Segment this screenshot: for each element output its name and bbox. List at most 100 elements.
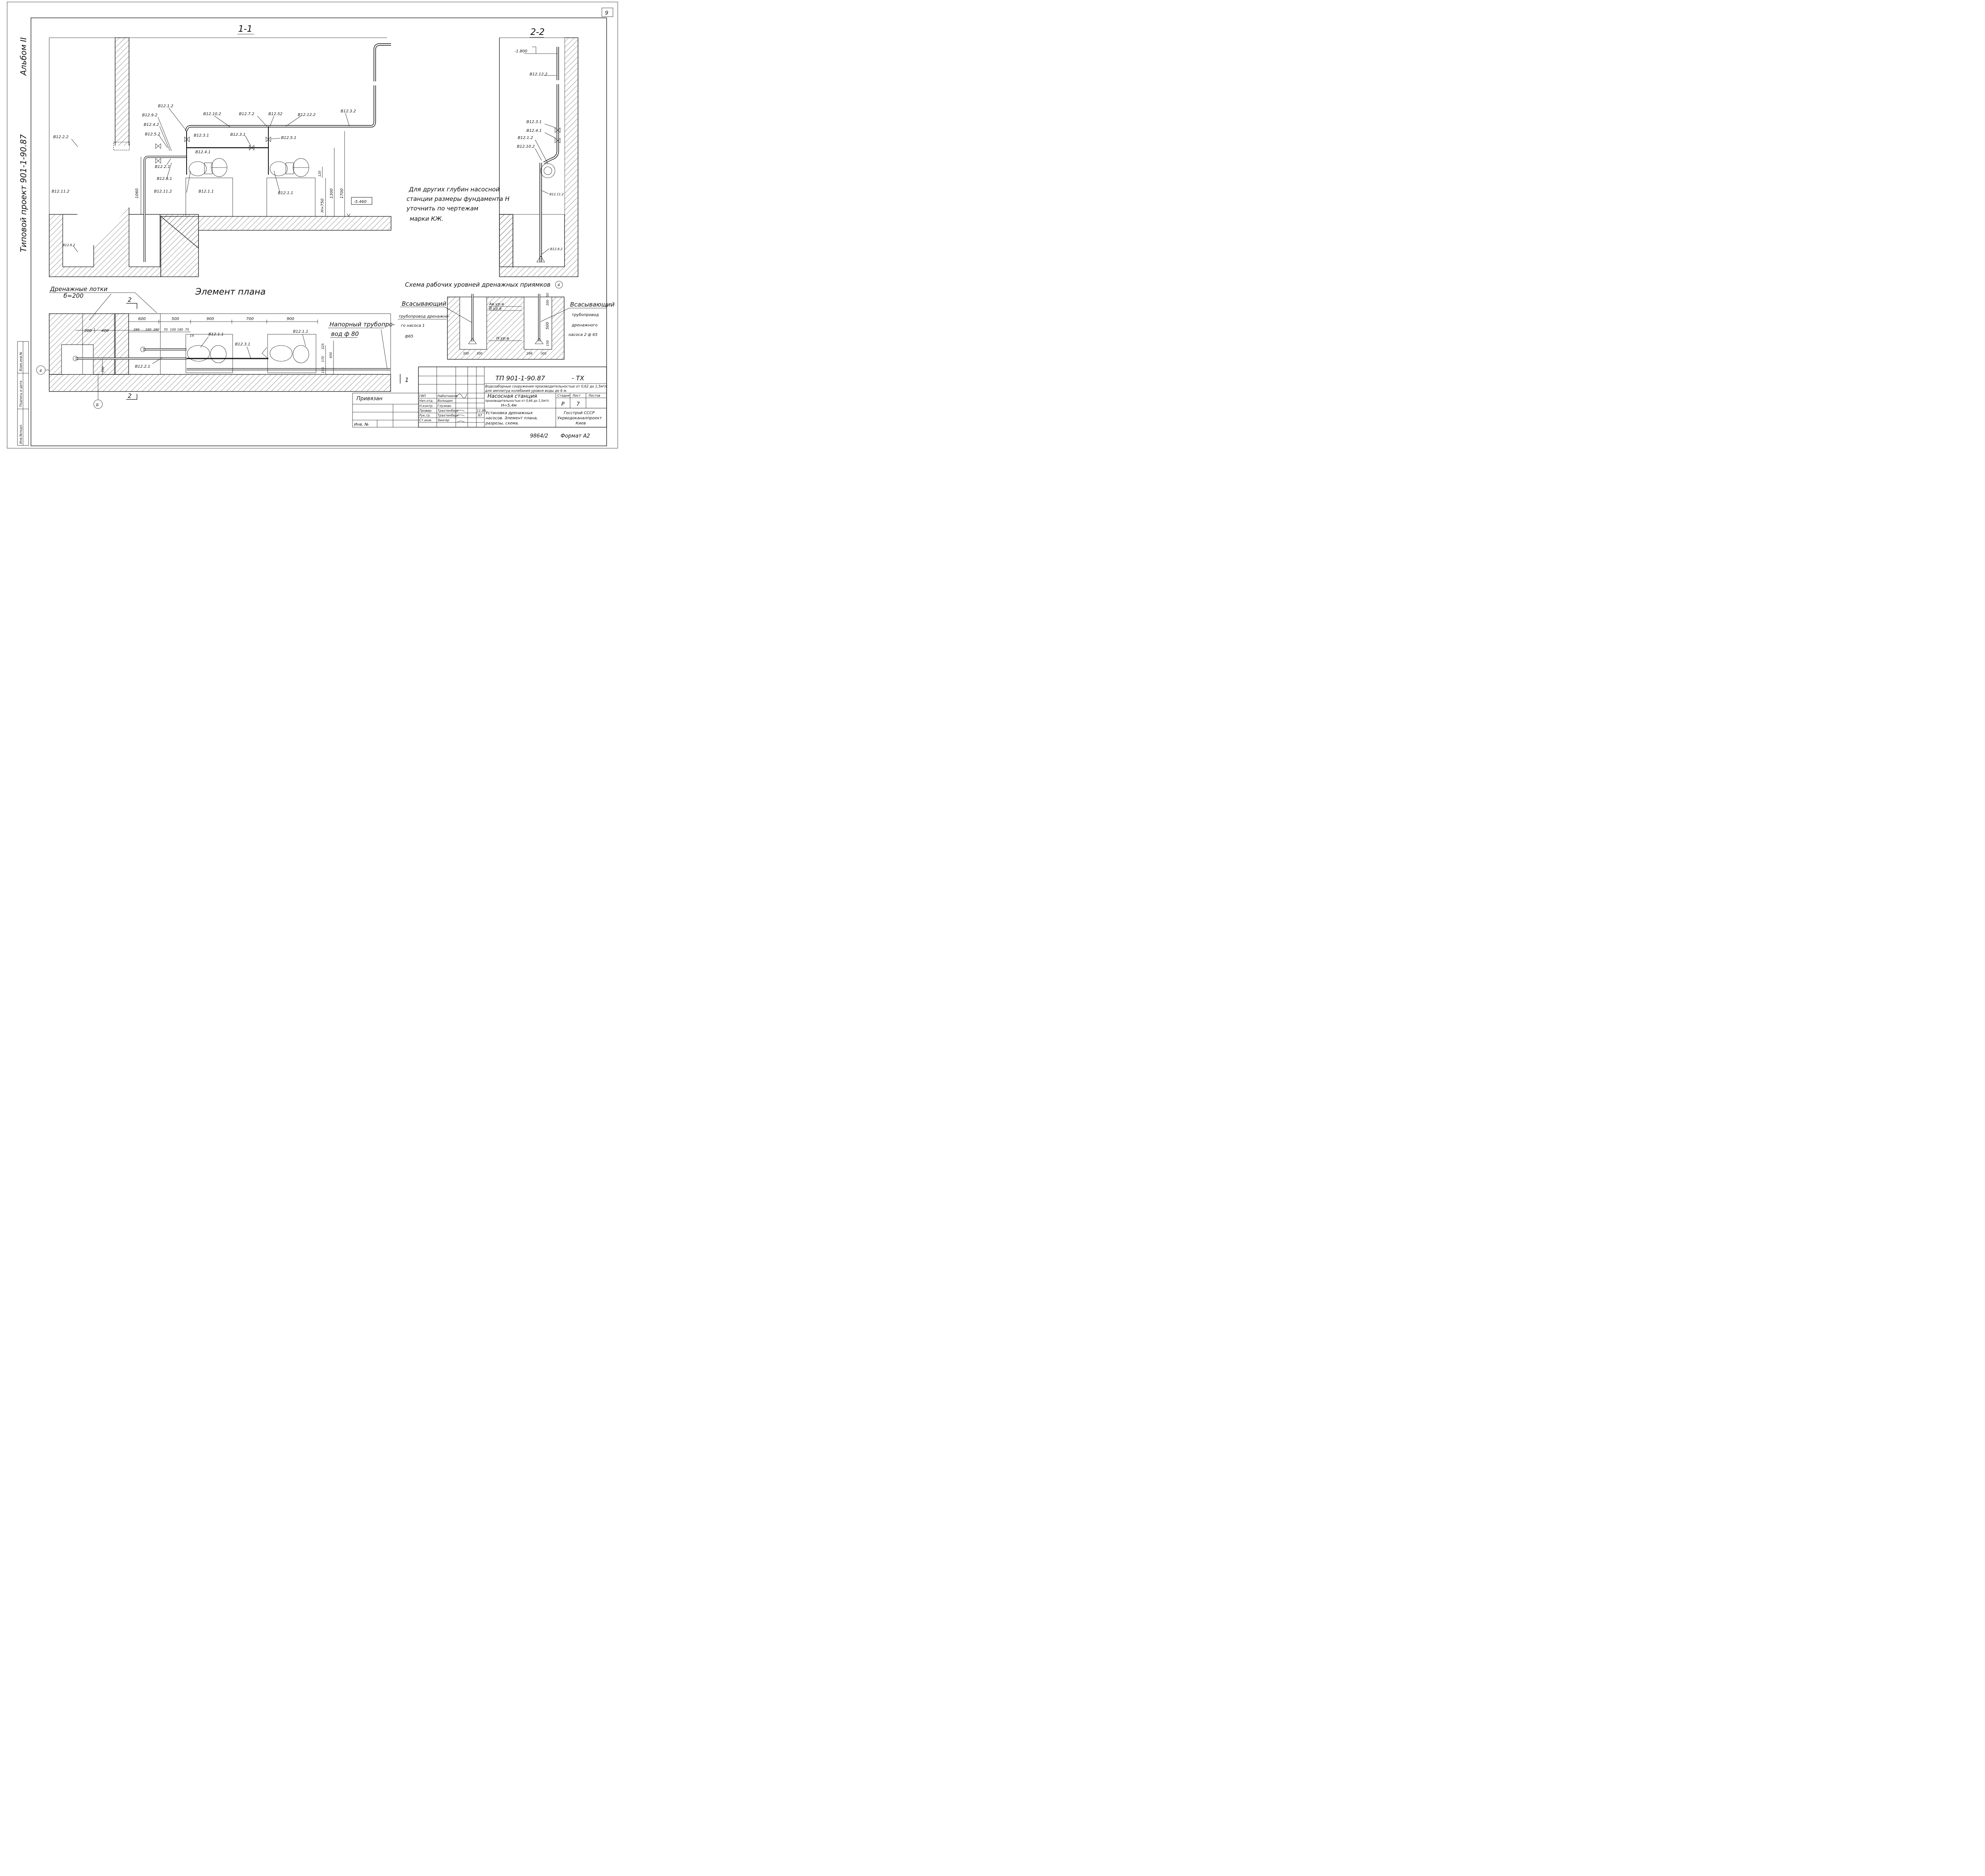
plan-dim-180a: 180 — [145, 328, 151, 332]
lbl-2-v12-10-2: В12.10.2 — [517, 145, 535, 149]
lbl-v12-3-1-a: В12.3.1 — [194, 133, 209, 138]
pressure-pipe-line-2: вод ф 80 — [331, 330, 359, 337]
dim-1300: 1300 — [330, 189, 334, 199]
tb-role-1: ГИП — [419, 394, 426, 398]
plan-dim-180b: 180 — [177, 328, 183, 332]
side-stamp: Инв.№подл. Подпись и дата Взам.инв.№ — [17, 341, 29, 446]
drawing-sheet: 9 Альбом II Типовой проект 901-1-90.87 И… — [7, 2, 618, 449]
lbl-v12-6-1: В12.6.1 — [157, 177, 172, 181]
elev-5460: -5.460 — [354, 200, 366, 204]
signature-marks — [456, 393, 467, 422]
tb-inv-no: Инв. № — [354, 422, 369, 427]
axis-4: 4 — [39, 369, 42, 373]
lbl-v12-1-1-a: В12.1.1 — [198, 189, 214, 194]
tb-role-6: Ст.инж. — [419, 418, 432, 422]
plan-dim-100: 100 — [170, 328, 176, 332]
lbl-v12-4-2: В12.4.2 — [144, 123, 159, 127]
lbl-v12-8-2: В12.8.2 — [63, 243, 75, 247]
section-mark-1: 1 — [405, 376, 409, 384]
pressure-pipe-line-1: Напорный трубопро- — [330, 321, 395, 328]
tb-role-3: Н.контр. — [419, 404, 434, 408]
tb-object-1: Водозаборные сооружения производительнос… — [485, 385, 607, 389]
note-line-3: уточнить по чертежам — [406, 205, 478, 212]
lbl-v12-5-1: В12.5.1 — [281, 136, 297, 140]
plan-dim-290: 290 — [153, 328, 159, 332]
album-label: Альбом II — [19, 37, 28, 76]
levels-left-cap-3: го насоса 1 — [401, 324, 425, 328]
lbl-2-v12-12-2: В12.12.2 — [530, 72, 547, 77]
levels-dim-300b: 300 — [476, 352, 482, 355]
tb-date-1: 11.86 — [477, 409, 486, 413]
levels-dim-300c: 300 — [546, 300, 549, 306]
elev-1800: -1.800 — [515, 49, 527, 54]
plan-dim-400: 400 — [101, 329, 109, 333]
section-mark-2-bottom: 2 — [128, 392, 132, 399]
levels-dim-50: 50 — [546, 293, 549, 297]
lbl-v12-3-2: В12.3.2 — [341, 109, 356, 114]
axis-b: Б — [96, 403, 99, 407]
tb-date-2: 87 — [478, 414, 482, 417]
plan-dim-170: 170 — [321, 356, 325, 362]
sheet-inner-frame — [31, 17, 607, 446]
lbl-2-v12-8-2: В12.8.2 — [550, 247, 563, 251]
sheet-outer-border — [7, 2, 618, 449]
pump-unit-1 — [189, 158, 227, 177]
levels-right-cap-4: насоса 2 ф 65 — [569, 333, 597, 337]
plan-dim-900-a: 900 — [206, 317, 214, 321]
levels-dim-301: 301 — [541, 352, 547, 355]
plan-dim-325: 325 — [321, 343, 325, 349]
lbl-2-v12-11-2: В12.11.2 — [549, 193, 564, 196]
lbl-v12-7-2: В12.7.2 — [239, 112, 254, 116]
section-2-2: 2-2 -1.800 В12.12.2 В12.3.1 В12.4.1 В12.… — [499, 27, 578, 277]
lbl-2-v12-4-1: В12.4.1 — [526, 129, 542, 133]
tray-width: б=200 — [64, 292, 83, 299]
plan-lbl-v12-1-1-b: В12.1.1 — [293, 330, 308, 334]
tb-name-1: Набатников — [437, 394, 458, 398]
levels-right-cap-2: трубопровод — [572, 312, 599, 317]
section-mark-2-top: 2 — [128, 296, 132, 303]
plan-title: Элемент плана — [195, 287, 266, 297]
dim-120: 120 — [318, 171, 322, 177]
dim-1700: 1700 — [340, 189, 344, 199]
tb-stage-header: Стадия — [557, 394, 570, 397]
plan-pump-2 — [270, 345, 309, 363]
plan-dim-14: 14 — [190, 334, 194, 337]
levels-title: Схема рабочих уровней дренажных приямков — [405, 281, 551, 288]
tb-station-sub: производительностью от 0,66 до 1,5м³/с — [485, 399, 549, 403]
levels-left-cap-1: Всасывающий — [402, 300, 446, 307]
levels-right-cap-1: Всасывающий — [570, 301, 615, 308]
tb-role-2: Нач.отд. — [419, 399, 434, 403]
plan-lbl-v12-2-1: В12.2.1 — [135, 364, 150, 369]
dims-1-1 — [141, 131, 373, 217]
level-b: В.ур.в — [489, 307, 501, 311]
project-side-label: Типовой проект 901-1-90.87 — [19, 134, 28, 252]
foundation-1 — [185, 177, 233, 217]
plan-dim-330: 330 — [101, 366, 105, 372]
tb-designation: ТП 901-1-90.87 — [495, 374, 545, 382]
plan-dim-600: 600 — [138, 317, 146, 321]
levels-dim-500: 500 — [545, 322, 550, 330]
tb-sheet-header: Лист — [572, 394, 581, 397]
drain-trays-label: Дренажные лотки — [50, 285, 108, 293]
plan-pump-1 — [187, 345, 227, 363]
plan-dim-650: 650 — [329, 352, 333, 358]
leaders-1-1 — [71, 108, 350, 253]
tb-name-5: Трахтенберг — [437, 414, 459, 417]
plan-dim-70: 70 — [164, 328, 168, 332]
note-line-1: Для других глубин насосной — [409, 186, 500, 193]
lbl-v12-3-1-b: В12.3.1 — [230, 133, 246, 137]
levels-right-cap-3: дренажного — [571, 323, 597, 328]
pressure-header — [185, 85, 376, 131]
tb-sheet-title-2: насосов. Элемент плана, — [486, 416, 538, 420]
note-line-4: марки КЖ. — [410, 215, 443, 222]
tb-org-1: Госстрой СССР — [564, 411, 595, 415]
tb-sheets-header: Листов — [588, 394, 600, 397]
sheet-number: 9 — [605, 10, 608, 16]
levels-dim-300: 300 — [463, 352, 469, 355]
section-1-1: 1-1 — [49, 24, 509, 277]
tb-name-4: Трахтенберг — [437, 409, 459, 413]
tb-org-2: Укрводоканалпроект — [557, 416, 602, 420]
dim-1060: 1060 — [135, 189, 139, 199]
tb-station-title: Насосная станция — [488, 393, 537, 399]
side-stamp-replace: Взам.инв.№ — [19, 352, 23, 371]
